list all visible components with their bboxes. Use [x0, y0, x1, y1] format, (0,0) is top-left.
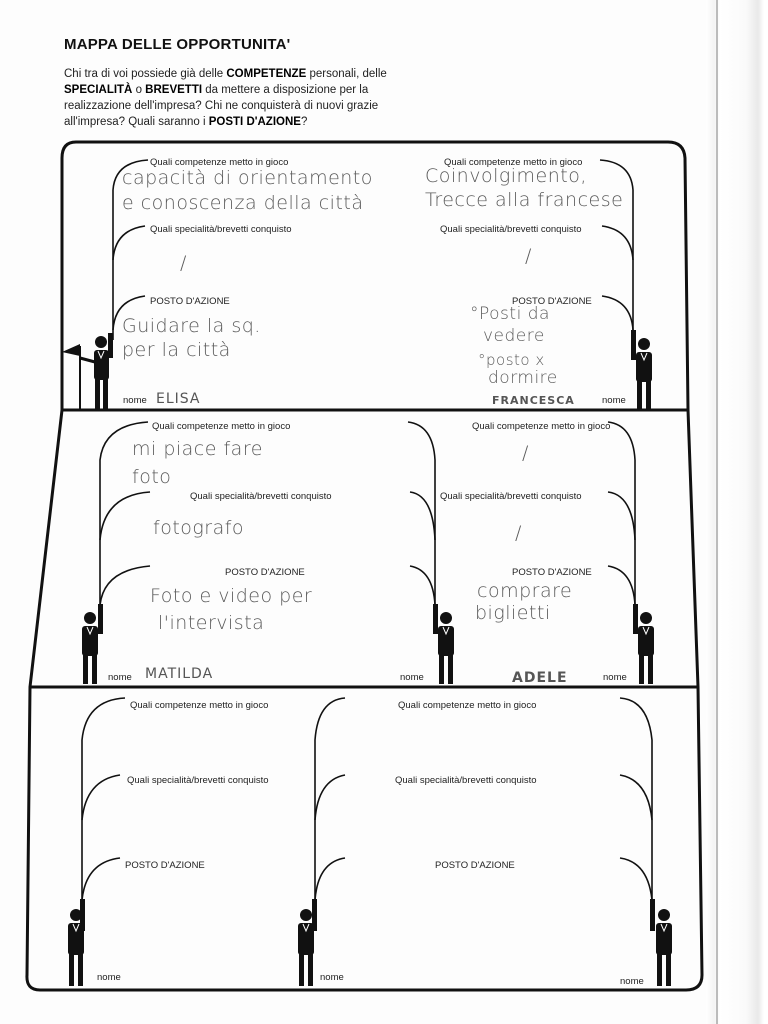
participant-name: FRANCESCA [492, 394, 575, 407]
nome-label: nome [108, 672, 132, 683]
nome-label: nome [603, 672, 627, 683]
scout-figure-icon [68, 899, 85, 986]
competenze-answer: foto [132, 466, 172, 488]
posto-label: POSTO D'AZIONE [512, 567, 592, 578]
participant-name: MATILDA [145, 666, 214, 682]
scout-figure-icon [650, 899, 672, 986]
competenze-label: Quali competenze metto in gioco [152, 421, 291, 432]
nome-label: nome [97, 972, 121, 983]
outer-frame [25, 140, 704, 992]
specialita-answer: / [180, 252, 187, 274]
specialita-label: Quali specialità/brevetti conquisto [395, 775, 537, 786]
scout-figure-icon [631, 330, 652, 410]
specialita-answer: / [515, 522, 522, 544]
participant-name: ELISA [156, 391, 201, 407]
posto-answer: Foto e video per [150, 585, 313, 607]
nome-label: nome [400, 672, 424, 683]
page-edge [706, 0, 768, 1024]
competenze-answer: Trecce alla francese [425, 189, 624, 211]
competenze-label: Quali competenze metto in gioco [150, 157, 289, 168]
posto-answer: °posto x [478, 351, 545, 369]
posto-label: POSTO D'AZIONE [435, 860, 515, 871]
scout-figure-icon [633, 604, 654, 684]
nome-label: nome [123, 395, 147, 406]
posto-label: POSTO D'AZIONE [225, 567, 305, 578]
posto-answer: vedere [483, 326, 545, 346]
competenze-label: Quali competenze metto in gioco [444, 157, 583, 168]
posto-label: POSTO D'AZIONE [150, 296, 230, 307]
posto-answer: dormire [488, 368, 558, 388]
page-title: MAPPA DELLE OPPORTUNITA' [64, 36, 291, 53]
specialita-label: Quali specialità/brevetti conquisto [440, 224, 582, 235]
posto-answer: °Posti da [470, 304, 550, 324]
posto-answer: biglietti [475, 602, 551, 624]
competenze-label: Quali competenze metto in gioco [472, 421, 611, 432]
posto-answer: Guidare la sq. [122, 315, 261, 337]
posto-label: POSTO D'AZIONE [512, 296, 592, 307]
posto-label: POSTO D'AZIONE [125, 860, 205, 871]
specialita-answer: / [525, 245, 532, 267]
competenze-answer: / [522, 442, 529, 464]
posto-answer: per la città [122, 339, 231, 361]
posto-answer: l'intervista [158, 612, 265, 634]
scout-figure-icon [82, 604, 103, 684]
scout-figure-with-flag-icon [62, 333, 113, 410]
competenze-label: Quali competenze metto in gioco [130, 700, 269, 711]
scout-figure-icon [433, 604, 454, 684]
competenze-answer: mi piace fare [132, 438, 263, 460]
competenze-answer: capacità di orientamento [122, 167, 373, 189]
specialita-label: Quali specialità/brevetti conquisto [190, 491, 332, 502]
scout-figure-icon [298, 899, 317, 986]
nome-label: nome [602, 395, 626, 406]
specialita-label: Quali specialità/brevetti conquisto [127, 775, 269, 786]
specialita-label: Quali specialità/brevetti conquisto [440, 491, 582, 502]
competenze-answer: Coinvolgimento, [425, 165, 587, 187]
competenze-label: Quali competenze metto in gioco [398, 700, 537, 711]
intro-text: Chi tra di voi possiede già delle COMPET… [64, 68, 387, 128]
participant-name: ADELE [512, 670, 568, 686]
posto-answer: comprare [477, 580, 573, 602]
specialita-label: Quali specialità/brevetti conquisto [150, 224, 292, 235]
nome-label: nome [620, 976, 644, 987]
vine-line [81, 159, 653, 905]
specialita-answer: fotografo [153, 517, 245, 539]
competenze-answer: e conoscenza della città [122, 192, 364, 214]
nome-label: nome [320, 972, 344, 983]
